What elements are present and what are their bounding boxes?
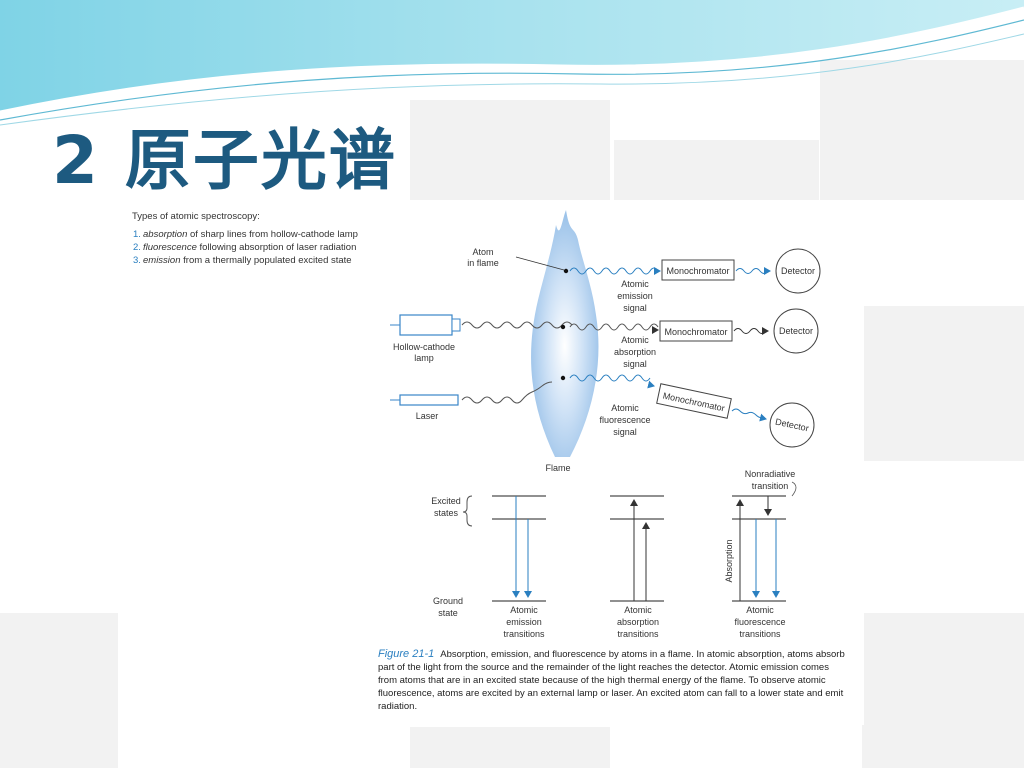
monochromator-box [656,383,732,419]
detector-circle [775,248,821,294]
list-item: 2. fluorescence following absorption of … [130,242,400,254]
background-tile [862,613,1024,768]
detector-label: Detector [779,326,813,336]
fluorescence-signal-label: Atomic [611,403,639,413]
laser-label: Laser [416,411,439,421]
emission-transitions-label: Atomic [510,605,538,615]
spectroscopy-figure: Monochromator Monochromator Monochromato… [360,205,864,725]
fluorescence-transitions-label: fluorescence [734,617,785,627]
list-term: emission [143,255,181,266]
list-desc: following absorption of laser radiation [196,242,357,253]
absorption-transitions-label: absorption [617,617,659,627]
background-tile [614,140,819,200]
list-number: 3. [133,255,141,266]
slide-title: 2 原子光谱 [52,122,397,199]
hollow-cathode-lamp [399,314,453,336]
laser-source [399,394,459,406]
detector-circle [769,402,815,448]
list-desc: from a thermally populated excited state [180,255,352,266]
lamp-label: Hollow-cathode [393,342,455,352]
flame-shape [531,210,599,457]
caption-text: Absorption, emission, and fluorescence b… [378,649,845,712]
lamp-label: lamp [414,353,434,363]
list-term: absorption [143,229,188,240]
monochromator-label: Monochromator [666,266,729,276]
fluorescence-transitions-label: Atomic [746,605,774,615]
header-wave-decoration [0,0,1024,126]
monochromator-box [661,259,735,281]
monochromator-box [659,320,733,342]
emission-signal-label: emission [617,291,653,301]
ground-state-label: Ground [433,596,463,606]
emission-transitions-label: emission [506,617,542,627]
spectroscopy-types-list: Types of atomic spectroscopy: 1. absorpt… [130,208,400,268]
list-term: fluorescence [143,242,197,253]
absorption-transitions-label: Atomic [624,605,652,615]
background-tile [410,100,610,200]
absorption-signal-label: absorption [614,347,656,357]
emission-transitions-label: transitions [503,629,545,639]
emission-signal-label: Atomic [621,279,649,289]
atom-label: Atom [472,247,493,257]
fluorescence-transitions-label: transitions [739,629,781,639]
detector-circle [773,308,819,354]
excited-states-label: Excited [431,496,461,506]
nonradiative-label: Nonradiative [745,469,796,479]
absorption-transitions-label: transitions [617,629,659,639]
flame-label: Flame [545,463,570,473]
list-desc: of sharp lines from hollow-cathode lamp [187,229,358,240]
background-tile [862,306,1024,461]
background-tile [0,613,118,768]
emission-signal-label: signal [623,303,647,313]
absorption-axis-label: Absorption [724,539,734,582]
figure-label: Figure 21-1 [378,648,435,660]
detector-label: Detector [781,266,815,276]
atom-label: in flame [467,258,499,268]
fluorescence-signal-label: signal [613,427,637,437]
types-header: Types of atomic spectroscopy: [132,211,260,222]
background-tile [820,60,1024,200]
absorption-signal-label: Atomic [621,335,649,345]
fluorescence-signal-label: fluorescence [599,415,650,425]
absorption-signal-label: signal [623,359,647,369]
spectroscopy-diagram: Monochromator Monochromator Monochromato… [390,210,821,639]
excited-states-label: states [434,508,459,518]
ground-state-label: state [438,608,458,618]
nonradiative-label: transition [752,481,789,491]
list-item: 3. emission from a thermally populated e… [130,255,400,267]
list-item: 1. absorption of sharp lines from hollow… [130,229,400,241]
background-tile [410,727,610,768]
list-number: 1. [133,229,141,240]
monochromator-label: Monochromator [664,327,727,337]
list-number: 2. [133,242,141,253]
